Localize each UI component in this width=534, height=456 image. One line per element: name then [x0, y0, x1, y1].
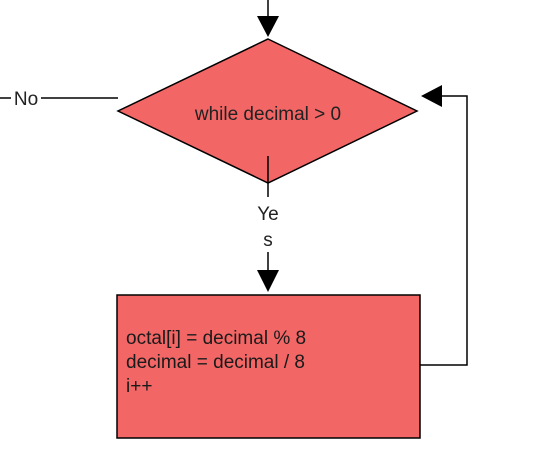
- yes-branch-label-line1: Ye: [257, 204, 279, 225]
- yes-branch-arrowhead: [257, 270, 279, 292]
- decision-condition-text: while decimal > 0: [194, 104, 341, 125]
- incoming-arrowhead: [257, 16, 279, 37]
- process-box: [116, 294, 421, 439]
- process-line-3: i++: [126, 376, 153, 397]
- process-box-text: octal[i] = decimal % 8 decimal = decimal…: [126, 327, 306, 399]
- yes-branch-label-line2: s: [263, 230, 273, 251]
- loop-back-line: [420, 95, 468, 366]
- process-line-2: decimal = decimal / 8: [126, 352, 305, 373]
- loop-back-arrowhead: [421, 85, 442, 107]
- process-line-1: octal[i] = decimal % 8: [126, 328, 307, 349]
- no-branch-label: No: [14, 89, 38, 110]
